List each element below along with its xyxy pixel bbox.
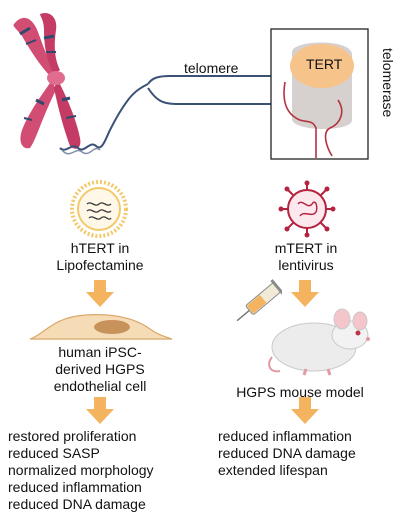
chromosome-icon bbox=[13, 12, 81, 149]
right-delivery-label: mTERT in lentivirus bbox=[236, 240, 376, 274]
lentivirus-icon bbox=[278, 180, 336, 238]
lipofectamine-icon bbox=[70, 180, 128, 238]
telomere-strand-bottom bbox=[147, 87, 346, 105]
cell-line-3: endothelial cell bbox=[53, 378, 147, 394]
left-outcome-2: reduced SASP bbox=[8, 445, 100, 461]
syringe-icon bbox=[232, 274, 282, 334]
mouse-icon bbox=[262, 305, 382, 377]
right-arrow-1 bbox=[291, 280, 319, 307]
rna-strand bbox=[283, 81, 317, 158]
left-delivery-label: hTERT in Lipofectamine bbox=[30, 240, 170, 274]
cell-line-2: derived HGPS bbox=[55, 361, 145, 377]
mouse-model-label: HGPS mouse model bbox=[236, 384, 364, 400]
telomerase-label: telomerase bbox=[380, 48, 396, 118]
top-panel: telomere TERT telomerase bbox=[0, 0, 400, 168]
left-arrow-2 bbox=[86, 397, 114, 424]
right-delivery-subtitle: lentivirus bbox=[278, 257, 334, 273]
telomere-illustration bbox=[13, 12, 369, 160]
tert-label: TERT bbox=[306, 56, 343, 72]
right-outcome-3: extended lifespan bbox=[218, 462, 328, 478]
cell-line-1: human iPSC- bbox=[58, 344, 142, 360]
left-outcome-4: reduced inflammation bbox=[8, 479, 142, 495]
left-outcome-5: reduced DNA damage bbox=[8, 496, 146, 512]
right-outcomes-list: reduced inflammation reduced DNA damage … bbox=[218, 428, 398, 479]
tert-subunit bbox=[290, 44, 354, 88]
left-outcome-3: normalized morphology bbox=[8, 462, 154, 478]
telomere-strand-top bbox=[147, 75, 284, 85]
right-arrow-2 bbox=[291, 397, 319, 424]
left-delivery-subtitle: Lipofectamine bbox=[56, 257, 144, 273]
dna-coil bbox=[59, 83, 149, 151]
left-cell-label: human iPSC- derived HGPS endothelial cel… bbox=[20, 344, 180, 395]
left-delivery-title: hTERT in bbox=[70, 240, 130, 256]
right-outcome-2: reduced DNA damage bbox=[218, 445, 356, 461]
right-outcome-1: reduced inflammation bbox=[218, 428, 352, 444]
endothelial-cell-icon bbox=[26, 305, 174, 345]
telomere-label: telomere bbox=[184, 60, 239, 76]
left-outcomes-list: restored proliferation reduced SASP norm… bbox=[8, 428, 198, 513]
left-arrow-1 bbox=[86, 280, 114, 307]
right-delivery-title: mTERT in bbox=[274, 240, 338, 256]
left-outcome-1: restored proliferation bbox=[8, 428, 137, 444]
